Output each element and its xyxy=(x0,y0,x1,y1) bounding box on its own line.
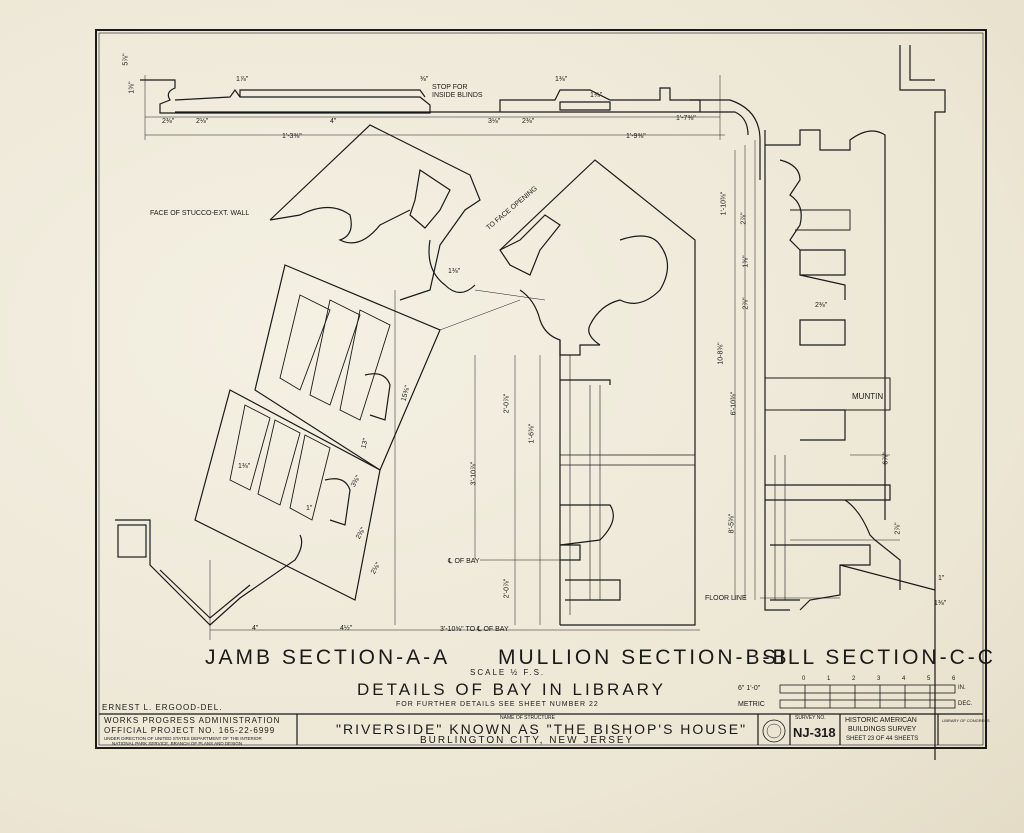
scale-note: SCALE ½ F.S. xyxy=(470,668,546,677)
dim-text: 10-8⅜" xyxy=(717,342,725,365)
scale-tick: 5 xyxy=(927,676,931,682)
dim-text: 5⅞" xyxy=(122,53,130,66)
section-title-mullion: MULLION SECTION-B-B xyxy=(498,646,790,669)
dim-text: 6'-10⅜" xyxy=(730,391,738,416)
dim-text: 2⅜" xyxy=(522,118,535,125)
dim-text: 1'-7⅜" xyxy=(676,115,696,122)
dim-text: 8'-5⅜" xyxy=(728,513,736,534)
habs-line1: HISTORIC AMERICAN xyxy=(845,717,917,724)
title-block-lines xyxy=(99,713,983,745)
dim-text: ⅜" xyxy=(420,76,429,83)
scale-tick: 4 xyxy=(902,676,906,682)
dim-text: 3'-10⅞" xyxy=(470,461,478,486)
structure-name: "RIVERSIDE" KNOWN AS "THE BISHOP'S HOUSE… xyxy=(336,721,748,737)
dim-text: 1⅜" xyxy=(555,76,568,83)
dim-text: 1⅜" xyxy=(742,255,750,268)
dim-text: 2⅞" xyxy=(740,212,748,225)
dim-text: 4" xyxy=(330,118,337,125)
sheet-number: SHEET 23 OF 44 SHEETS xyxy=(846,736,919,742)
dim-text: 1'-9⅜" xyxy=(626,133,646,140)
dim-text: 1⅜" xyxy=(238,463,251,470)
dim-text: 3'-10⅝" TO ℄ OF BAY xyxy=(440,626,509,633)
dim-text: 1⅜" xyxy=(448,268,461,275)
structure-location: BURLINGTON CITY, NEW JERSEY xyxy=(420,735,635,746)
dim-text: 2'-0⅞" xyxy=(503,393,511,414)
annotation-muntin: MUNTIN xyxy=(852,392,884,401)
scale-unit-in: IN. xyxy=(958,685,966,691)
dim-text: 2'-0⅞" xyxy=(503,578,511,599)
survey-no: NJ-318 xyxy=(793,725,836,740)
scale-tick: 0 xyxy=(802,676,806,682)
scale-bar-imperial-label: 6" 1'-0" xyxy=(738,685,761,692)
wpa-line3: UNDER DIRECTION OF UNITED STATES DEPARTM… xyxy=(104,736,262,741)
outer-border xyxy=(95,29,987,749)
dim-text: 4½" xyxy=(340,625,353,632)
dim-text: 2⅜" xyxy=(162,118,175,125)
drawing-title: DETAILS OF BAY IN LIBRARY xyxy=(357,680,666,699)
section-title-jamb: JAMB SECTION-A-A xyxy=(205,646,451,669)
top-profile xyxy=(140,45,946,760)
annotation-floor: FLOOR LINE xyxy=(705,595,747,602)
wpa-line2: OFFICIAL PROJECT NO. 165-22-6999 xyxy=(104,726,276,735)
dim-text: 3⅛" xyxy=(488,118,501,125)
scale-tick: 6 xyxy=(952,676,956,682)
survey-no-label: SURVEY NO. xyxy=(795,715,826,721)
wpa-line4: NATIONAL PARK SERVICE, BRANCH OF PLANS A… xyxy=(112,741,243,746)
delineator: ERNEST L. ERGOOD-DEL. xyxy=(102,703,223,712)
section-title-sill: SILL SECTION-C-C xyxy=(762,646,996,669)
dim-text: 1'-3⅜" xyxy=(282,133,302,140)
dim-text: 1⅜" xyxy=(128,81,136,94)
dimension-lines xyxy=(210,140,900,631)
annotation-cl-bay: ℄ OF BAY xyxy=(448,558,480,565)
dim-text: 1⅞" xyxy=(236,76,249,83)
dim-text: 1" xyxy=(938,575,945,582)
dim-text: 4" xyxy=(252,625,259,632)
scale-unit-dec: DEC. xyxy=(958,701,973,707)
dim-text: 6⅞" xyxy=(882,452,890,465)
mullion-section xyxy=(499,159,696,626)
library-note: LIBRARY OF CONGRESS xyxy=(942,718,990,723)
scale-tick: 3 xyxy=(877,676,881,682)
scale-tick: 1 xyxy=(827,676,831,682)
scale-bar-metric-label: METRIC xyxy=(738,701,765,708)
dim-text: 1" xyxy=(306,505,313,512)
dim-text: 2⅞" xyxy=(742,297,750,310)
dim-text: 1⅜" xyxy=(934,600,947,607)
dim-text: 2⅜" xyxy=(815,302,828,309)
sill-section xyxy=(764,129,936,611)
drawing-note: FOR FURTHER DETAILS SEE SHEET NUMBER 22 xyxy=(396,701,599,708)
annotation-stop: STOP FOR INSIDE BLINDS xyxy=(432,84,483,99)
dim-text: 1'-6⅜" xyxy=(528,423,536,444)
jamb-section xyxy=(115,124,481,640)
wpa-line1: WORKS PROGRESS ADMINISTRATION xyxy=(104,716,281,725)
inner-border xyxy=(98,32,984,746)
dim-text: 1⅜" xyxy=(590,92,603,99)
structure-label: NAME OF STRUCTURE xyxy=(500,715,555,721)
scale-tick: 2 xyxy=(852,676,856,682)
dim-text: 2⅞" xyxy=(894,522,902,535)
dim-text: 2⅛" xyxy=(196,118,209,125)
survey-seal xyxy=(762,719,786,743)
scale-bar-graphic xyxy=(779,684,956,709)
dim-text: 1'-10⅜" xyxy=(720,191,728,216)
annotation-stucco: FACE OF STUCCO-EXT. WALL xyxy=(150,210,250,217)
habs-line2: BUILDINGS SURVEY xyxy=(848,726,917,733)
